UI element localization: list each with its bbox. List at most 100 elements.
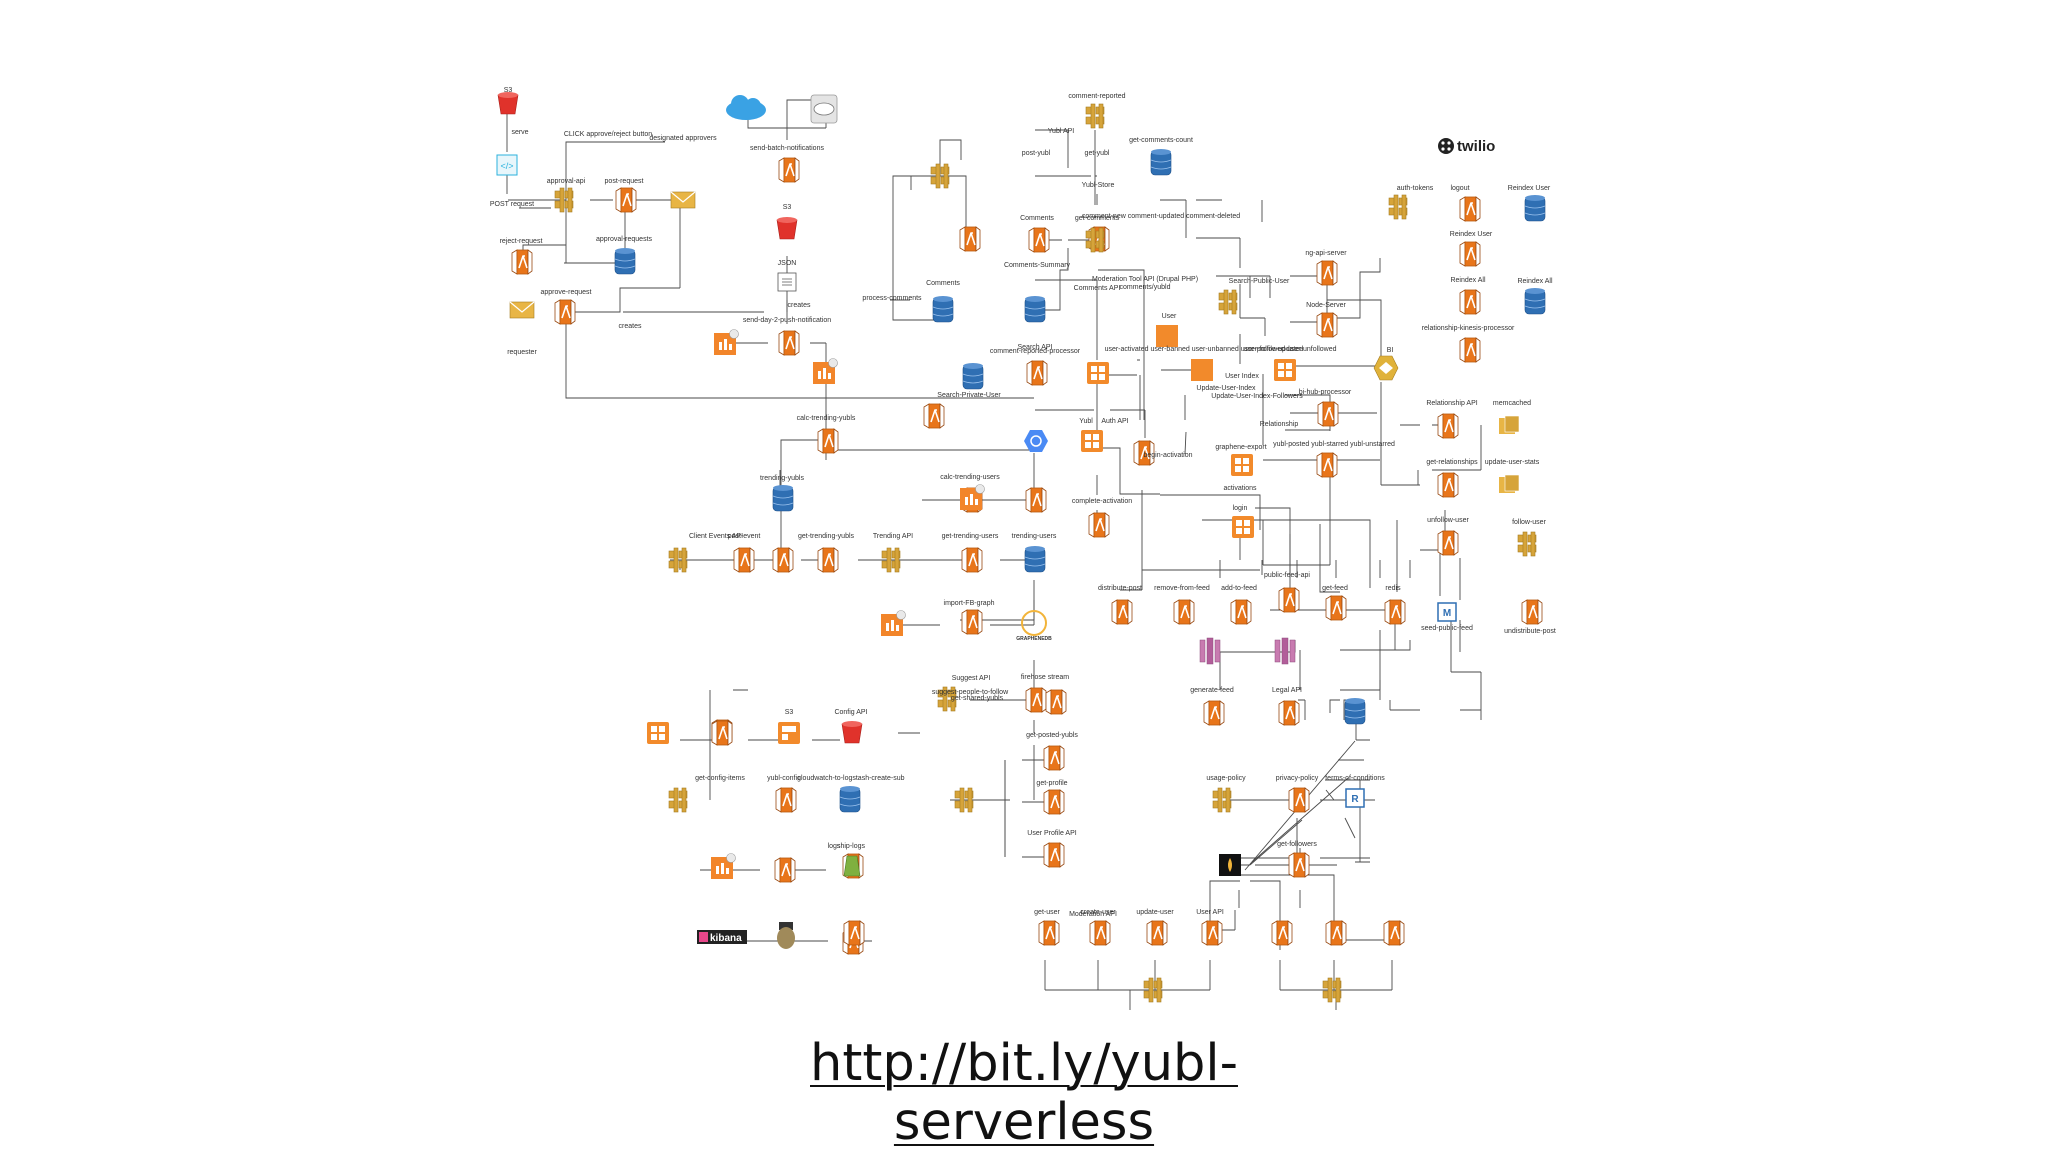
diagram-label: public-feed-api: [1264, 572, 1310, 579]
reindex-icon: [1498, 415, 1520, 435]
dynamodb-icon: [772, 484, 794, 512]
diagram-label: Search-Public-User: [1229, 278, 1290, 285]
diagram-label: Reindex All: [1517, 278, 1552, 285]
twilio-wordmark: twilio: [1457, 138, 1495, 155]
diagram-label: User: [1162, 313, 1177, 320]
diagram-label: auth-tokens: [1397, 185, 1434, 192]
diagram-label: unfollow-user: [1427, 517, 1469, 524]
node-server-icon: [1156, 325, 1178, 347]
lambda-icon: [1111, 599, 1133, 625]
twilio-logo: twilio: [1438, 138, 1495, 155]
node-server-icon: [1191, 359, 1213, 381]
memcached-icon: M: [1437, 602, 1457, 622]
diagram-label: Reindex All: [1450, 277, 1485, 284]
lambda-icon: [817, 547, 839, 573]
bigquery-icon: [1024, 430, 1048, 452]
lambda-icon: [1437, 530, 1459, 556]
diagram-label: user-followed user-unfollowed: [1244, 346, 1337, 353]
lambda-icon: [778, 157, 800, 183]
diagram-label: designated approvers: [649, 135, 717, 142]
diagram-label: graphene-export: [1215, 444, 1266, 451]
lambda-icon: [961, 609, 983, 635]
diagram-label: S3: [504, 87, 513, 94]
lambda-icon: [1045, 689, 1067, 715]
firehose-icon: [778, 722, 800, 744]
cloud-icon: [726, 95, 766, 120]
lambda-icon: [1521, 599, 1543, 625]
email-icon: [670, 191, 696, 209]
diagram-label: get-feed: [1322, 585, 1348, 592]
mongodb-icon: [1219, 854, 1241, 876]
diagram-label: Comments-Summary: [1004, 262, 1071, 269]
lambda-icon: [1089, 920, 1111, 946]
lambda-icon: [1173, 599, 1195, 625]
api-gateway-icon: [668, 787, 688, 813]
diagram-label: S3: [785, 709, 794, 716]
svg-text:M: M: [1443, 608, 1451, 619]
code-file-icon: </>: [496, 154, 518, 176]
s3-bucket-icon: [841, 720, 863, 744]
yubl-serverless-link[interactable]: http://bit.ly/yubl-serverless: [810, 1034, 1238, 1152]
cloudwatch-icon: [812, 358, 838, 385]
cloudwatch-icon: [959, 484, 985, 511]
diagram-label: add-to-feed: [1221, 585, 1257, 592]
diagram-label: get-posted-yubls: [1026, 732, 1078, 739]
diagram-label: comment-reported-processor: [990, 348, 1081, 355]
diagram-label: Yubl: [1079, 418, 1093, 425]
user-kinesis-icon: [1274, 359, 1296, 381]
lambda-icon: [1201, 920, 1223, 946]
lambda-icon: [1026, 360, 1048, 386]
diagram-label: yubl-config: [767, 775, 801, 782]
lambda-icon: [1043, 745, 1065, 771]
lambda-icon: [1459, 196, 1481, 222]
diagram-label: get-config-items: [695, 775, 745, 782]
lambda-icon: [615, 187, 637, 213]
lambda-icon: [1230, 599, 1252, 625]
diagram-label: terms-of-conditions: [1325, 775, 1385, 782]
elasticsearch-icon: [1373, 355, 1399, 381]
kinesis-icon: [647, 722, 669, 744]
lambda-icon: [775, 787, 797, 813]
logstash-icon: [843, 855, 861, 877]
diagram-label: redis: [1385, 585, 1401, 592]
diagram-label: approval-requests: [596, 236, 653, 243]
diagram-label: Relationship: [1260, 421, 1299, 428]
lambda-icon: [1025, 687, 1047, 713]
diagram-label: post-event: [728, 533, 761, 540]
diagram-label: User API: [1196, 909, 1224, 916]
kinesis-icon: [1231, 454, 1253, 476]
diagram-label: Reindex User: [1508, 185, 1551, 192]
dynamodb-icon: [962, 362, 984, 390]
diagram-label: calc-trending-users: [940, 474, 1000, 481]
dynamodb-icon: [614, 247, 636, 275]
kinesis-icon: [1274, 637, 1296, 665]
lambda-icon: [774, 857, 796, 883]
lambda-icon: [554, 299, 576, 325]
lambda-icon: [1278, 700, 1300, 726]
diagram-label: usage-policy: [1206, 775, 1246, 782]
diagram-label: get-comments: [1075, 215, 1120, 222]
diagram-label: BI: [1387, 347, 1394, 354]
lambda-icon: [923, 403, 945, 429]
diagram-label: Moderation Tool API (Drupal PHP): [1092, 276, 1198, 283]
lambda-icon: [1459, 289, 1481, 315]
s3-bucket-icon: [776, 216, 798, 240]
diagram-label: Client Events API: [689, 533, 743, 540]
diagram-label: approval-api: [547, 178, 586, 185]
diagram-label: complete-activation: [1072, 498, 1132, 505]
svg-text:</>: </>: [500, 161, 513, 171]
diagram-label: Trending API: [873, 533, 913, 540]
cloud-icon: [810, 94, 838, 124]
lambda-icon: [1459, 241, 1481, 267]
dynamodb-icon: [1344, 697, 1366, 725]
diagram-label: Reindex User: [1450, 231, 1493, 238]
diagram-label: yubl-posted yubl-starred yubl-unstarred: [1273, 441, 1395, 448]
diagram-label: post-request: [605, 178, 644, 185]
lambda-icon: [1325, 595, 1347, 621]
lambda-icon: [1288, 852, 1310, 878]
diagram-label: Comments API: [1074, 285, 1121, 292]
cloudwatch-icon: [713, 329, 739, 356]
diagram-label: creates: [788, 302, 811, 309]
